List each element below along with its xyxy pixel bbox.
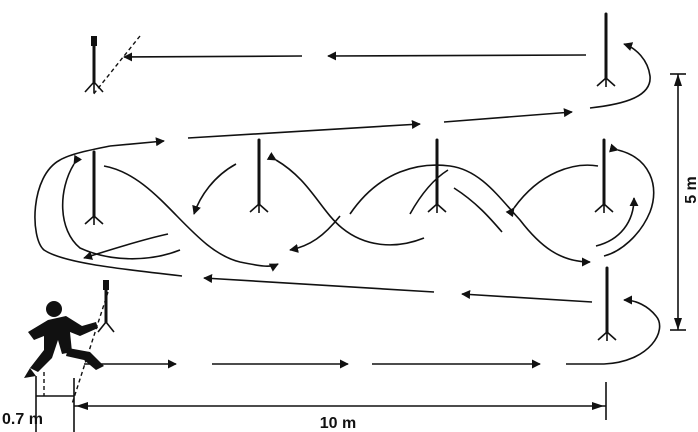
pole-icon — [83, 150, 105, 227]
pole-icon — [248, 138, 270, 215]
start-offset-label: 0.7 m — [2, 411, 43, 428]
path-finish-run — [123, 51, 587, 62]
length-dimension — [74, 382, 607, 420]
finish-pole-icon — [84, 35, 141, 97]
length-label: 10 m — [320, 415, 356, 432]
pole-icon — [593, 138, 615, 215]
path-right-lower-turn — [603, 295, 661, 365]
path-return-lower — [34, 137, 593, 303]
pole-icon — [596, 266, 618, 343]
path-right-upper-turn — [589, 42, 651, 109]
pole-icon — [426, 138, 448, 215]
start-offset-dimension — [35, 376, 75, 432]
path-forward-upper — [187, 108, 573, 139]
start-pole-icon — [71, 280, 115, 405]
path-weave — [61, 143, 655, 272]
width-label: 5 m — [683, 176, 698, 204]
width-dimension — [670, 73, 686, 331]
pole-icon — [595, 12, 617, 89]
